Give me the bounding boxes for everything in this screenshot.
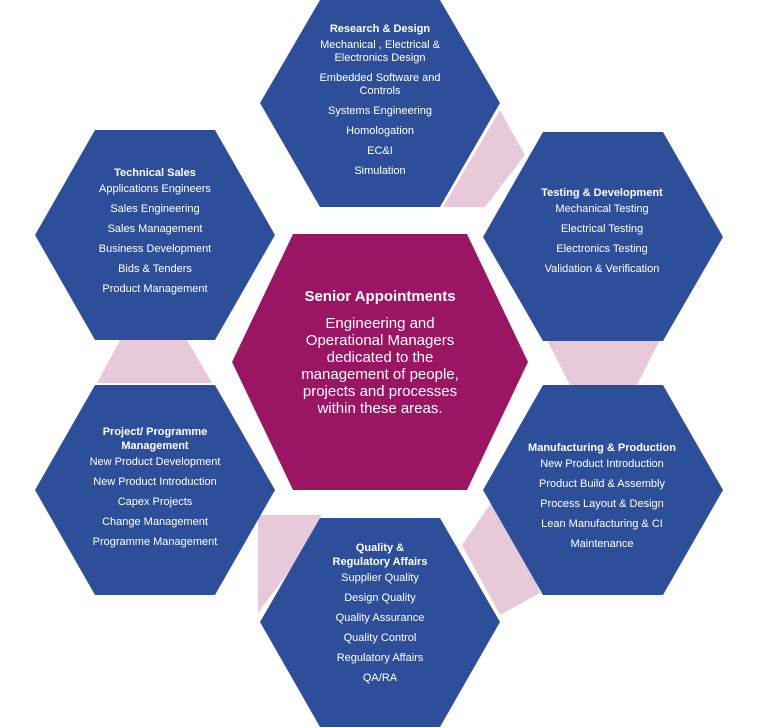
capability-item: Maintenance — [570, 538, 634, 550]
capability-item: Design Quality — [344, 592, 416, 604]
connector-manufacturing-quality — [462, 490, 540, 615]
hex-quality — [260, 518, 500, 727]
capability-item: New Product Introduction — [540, 458, 664, 470]
quality-regulatory-title: Quality &Regulatory Affairs — [332, 542, 428, 568]
capability-item: Bids & Tenders — [118, 263, 192, 275]
capability-item: QA/RA — [362, 672, 398, 684]
capability-item: Lean Manufacturing & CI — [541, 518, 663, 530]
senior-appointments-title: Senior Appointments — [304, 288, 456, 305]
capability-item: Sales Engineering — [110, 203, 200, 215]
connector-research-testing — [443, 110, 525, 207]
quality-regulatory-block: Quality &Regulatory Affairs Supplier Qua… — [295, 541, 465, 692]
capability-item: Electronics Testing — [556, 243, 648, 255]
testing-development-title: Testing & Development — [541, 187, 663, 199]
capability-item: Process Layout & Design — [540, 498, 664, 510]
capability-item: EC&I — [367, 145, 393, 157]
senior-appointments-line: projects and processes — [302, 383, 458, 400]
capability-item: New Product Development — [89, 456, 221, 468]
research-design-title: Research & Design — [329, 23, 431, 35]
capability-item: Capex Projects — [117, 496, 193, 508]
capability-item: Homologation — [346, 125, 414, 137]
capability-item: Validation & Verification — [544, 263, 660, 275]
hex-research — [260, 0, 500, 207]
research-design-items: Mechanical , Electrical &Electronics Des… — [319, 39, 440, 185]
capability-item: Electrical Testing — [560, 223, 644, 235]
senior-appointments-line: Engineering and — [325, 315, 435, 332]
hex-manufacturing — [483, 385, 723, 595]
capability-item: Programme Management — [92, 536, 218, 548]
hex-testing — [483, 132, 723, 341]
connector-project-quality — [258, 515, 322, 613]
capability-item: Mechanical Testing — [555, 203, 649, 215]
capability-item: Business Development — [98, 243, 212, 255]
capability-item: Change Management — [102, 516, 208, 528]
hex-technical — [35, 130, 275, 340]
hex-center — [232, 234, 528, 490]
capability-item: Systems Engineering — [328, 105, 432, 117]
capability-item: Regulatory Affairs — [336, 652, 424, 664]
capability-item: Mechanical , Electrical &Electronics Des… — [320, 39, 440, 64]
capability-item: Sales Management — [107, 223, 203, 235]
senior-appointments-line: management of people, — [301, 366, 459, 383]
testing-development-block: Testing & Development Mechanical Testing… — [517, 186, 687, 283]
manufacturing-production-title: Manufacturing & Production — [528, 442, 676, 454]
capability-item: Simulation — [354, 165, 406, 177]
capability-item: Supplier Quality — [341, 572, 419, 584]
capability-item: Product Build & Assembly — [539, 478, 665, 490]
senior-appointments-line: within these areas. — [317, 400, 443, 417]
research-design-block: Research & Design Mechanical , Electrica… — [295, 22, 465, 185]
capability-item: Applications Engineers — [99, 183, 211, 195]
capability-item: Product Management — [102, 283, 208, 295]
connector-testing-manufacturing — [547, 340, 660, 385]
capability-item: Quality Control — [343, 632, 417, 644]
capability-item: Quality Assurance — [335, 612, 425, 624]
senior-appointments-line: Operational Managers — [305, 332, 455, 349]
capability-item: New Product Introduction — [93, 476, 217, 488]
hex-project — [35, 385, 275, 595]
technical-sales-title: Technical Sales — [114, 167, 196, 179]
connector-technical-project — [97, 340, 212, 383]
senior-appointments-line: dedicated to the — [326, 349, 434, 366]
manufacturing-production-block: Manufacturing & Production New Product I… — [517, 441, 687, 558]
